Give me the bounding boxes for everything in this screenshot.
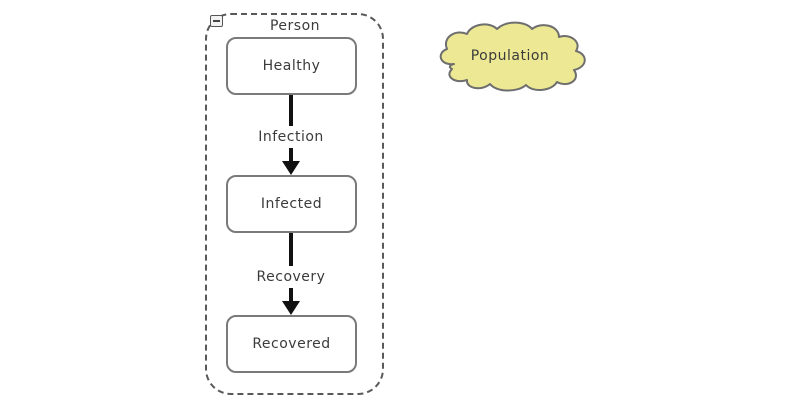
state-healthy[interactable]: Healthy <box>226 37 357 95</box>
transition-label-infection[interactable]: Infection <box>253 126 329 148</box>
transition-label-recovery[interactable]: Recovery <box>251 266 331 288</box>
state-label: Recovered <box>252 336 331 352</box>
cloud-shape <box>439 21 586 92</box>
arrowhead-down-icon <box>282 301 300 315</box>
container-title: Person <box>269 18 321 34</box>
state-label: Healthy <box>262 58 321 74</box>
collapse-button[interactable] <box>210 15 223 27</box>
cloud-icon <box>439 21 586 92</box>
arrowhead-down-icon <box>282 161 300 175</box>
state-infected[interactable]: Infected <box>226 175 357 233</box>
state-recovered[interactable]: Recovered <box>226 315 357 373</box>
person-container[interactable] <box>205 13 384 395</box>
population-cloud[interactable]: Population <box>430 20 590 92</box>
minus-icon <box>213 20 220 22</box>
state-label: Infected <box>260 196 323 212</box>
